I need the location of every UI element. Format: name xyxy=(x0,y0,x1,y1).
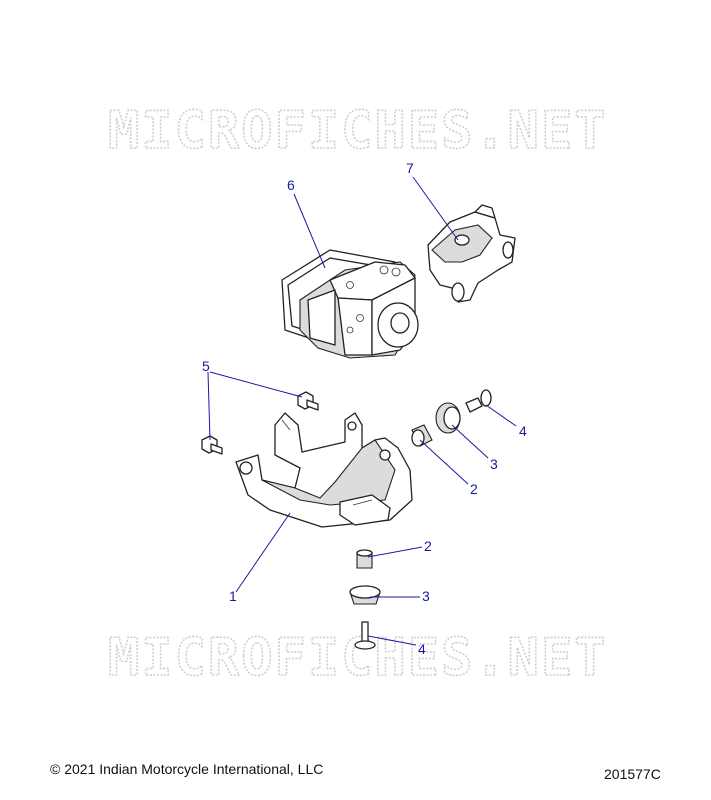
leader-6 xyxy=(293,193,326,269)
watermark-top: MICROFICHES.NET xyxy=(108,101,608,161)
callout-4-lower: 4 xyxy=(418,641,426,657)
callout-5: 5 xyxy=(202,358,210,374)
leader-4-lower xyxy=(367,635,417,646)
spacer-part-upper xyxy=(411,424,433,447)
leader-4-upper xyxy=(485,404,517,427)
watermark-bottom: MICROFICHES.NET xyxy=(108,628,608,688)
callout-2-upper: 2 xyxy=(470,481,478,497)
callout-3-upper: 3 xyxy=(490,456,498,472)
copyright-notice: © 2021 Indian Motorcycle International, … xyxy=(50,761,324,777)
casting-bracket-part xyxy=(427,204,516,303)
drawing-number: 201577C xyxy=(604,766,661,782)
callout-2-lower: 2 xyxy=(424,538,432,554)
screw-part-upper xyxy=(465,389,492,413)
callout-1: 1 xyxy=(229,588,237,604)
callout-7: 7 xyxy=(406,160,414,176)
grommet-part-upper xyxy=(435,402,461,434)
mounting-bracket-part xyxy=(235,412,413,528)
spacer-part-lower xyxy=(356,549,373,569)
leader-5-lower xyxy=(207,371,211,441)
screw-part-lower xyxy=(354,621,376,650)
leader-1 xyxy=(235,512,291,593)
leader-3-upper xyxy=(451,424,489,459)
callout-3-lower: 3 xyxy=(422,588,430,604)
leader-2-upper xyxy=(419,439,469,485)
callout-6: 6 xyxy=(287,177,295,193)
leader-5-upper xyxy=(209,371,303,398)
bolt-part-lower xyxy=(201,435,223,455)
callout-4-upper: 4 xyxy=(519,423,527,439)
abs-modulator-part xyxy=(281,249,419,359)
leader-2-lower xyxy=(367,546,423,558)
leader-7 xyxy=(412,176,459,241)
grommet-part-lower xyxy=(349,585,381,605)
bolt-part-upper xyxy=(297,391,319,411)
